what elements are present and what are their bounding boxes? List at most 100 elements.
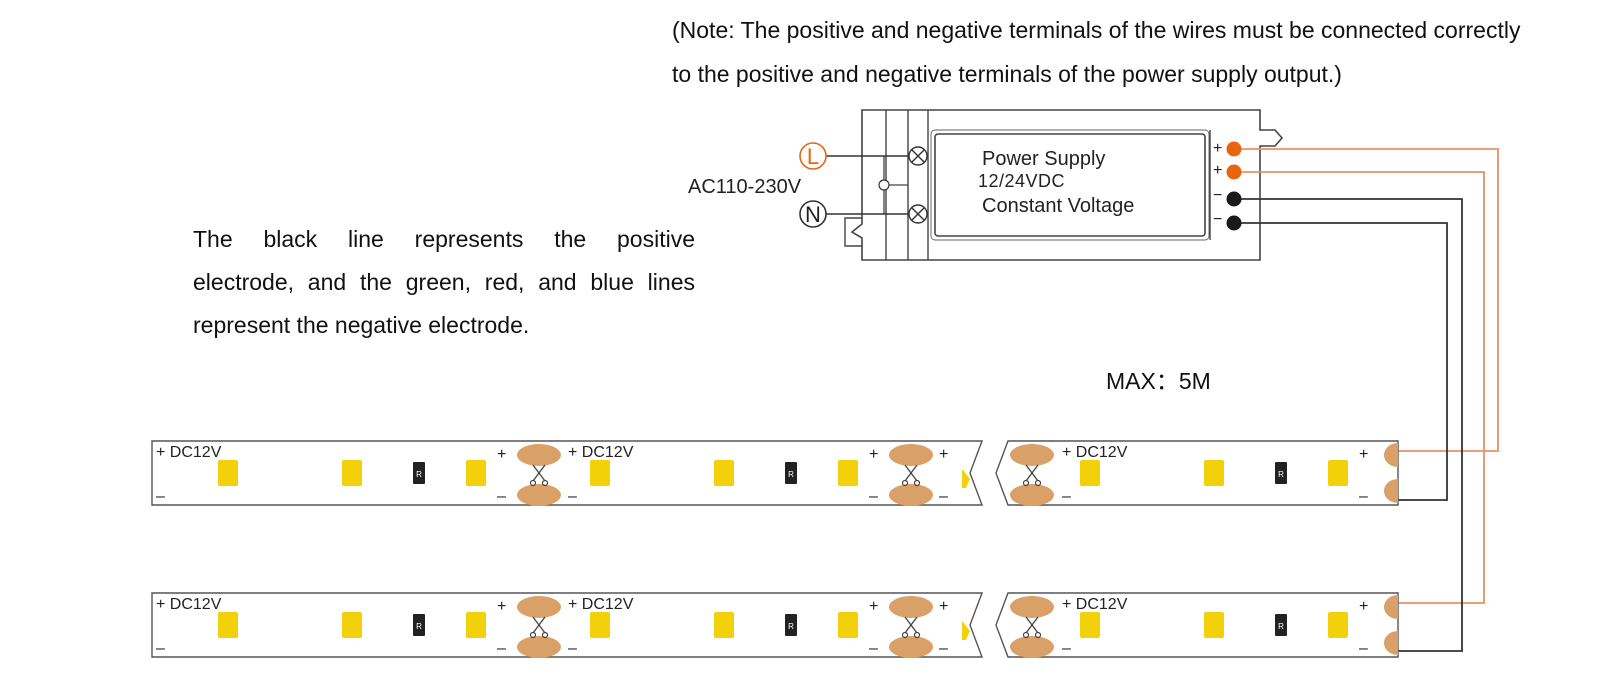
minus-symbol: –: [497, 640, 506, 657]
plus-symbol: +: [497, 446, 506, 463]
max-length-label: MAX：5M: [1106, 368, 1211, 394]
minus-symbol: –: [497, 488, 506, 505]
plus-symbol: +: [939, 446, 948, 463]
scissors-handle: [541, 631, 549, 639]
scissors-handle: [529, 479, 537, 487]
resistor: [413, 462, 425, 484]
neutral-terminal-marker: N: [799, 200, 827, 228]
solder-pad-negative: [517, 636, 561, 658]
scissors-icon: [529, 616, 549, 639]
resistor-mark: R: [416, 470, 422, 479]
segment-label: + DC12V: [156, 444, 222, 461]
positive-wire-strip-2: [1236, 171, 1485, 604]
scissors-blade: [1025, 616, 1039, 634]
solder-pad-negative: [1010, 484, 1054, 506]
strip-section-right: [995, 592, 1399, 658]
minus-symbol: –: [1062, 640, 1071, 657]
scissors-blade: [904, 616, 918, 634]
minus-symbol: –: [156, 488, 165, 505]
led-chip: [1204, 612, 1224, 638]
resistor-mark: R: [788, 470, 794, 479]
led-chip: [1080, 460, 1100, 486]
solder-pad-positive: [1010, 444, 1054, 466]
strip-section-right: [995, 440, 1399, 506]
scissors-handle: [1034, 479, 1042, 487]
led-chip: [590, 612, 610, 638]
strip-section-left: [151, 440, 984, 506]
output-plus-symbol: +: [1213, 140, 1222, 157]
scissors-handle: [901, 631, 909, 639]
plus-symbol: +: [1359, 598, 1368, 615]
scissors-handle: [1022, 479, 1030, 487]
led-chip: [218, 612, 238, 638]
led-chip-partial: [962, 469, 970, 488]
output-plus-symbol: +: [1213, 162, 1222, 179]
scissors-handle: [541, 479, 549, 487]
output-negative-terminal: [1226, 191, 1242, 207]
solder-pad-positive: [889, 596, 933, 618]
led-chip: [1328, 460, 1348, 486]
scissors-blade: [532, 464, 546, 482]
power-supply: L N AC110-230V Power Supply 12/24VDC Con…: [688, 109, 1284, 261]
mount-tab-left: [844, 217, 862, 247]
plus-symbol: +: [497, 598, 506, 615]
output-terminals: [1226, 141, 1242, 231]
minus-symbol: –: [869, 640, 878, 657]
scissors-handle: [1034, 631, 1042, 639]
resistor-mark: R: [416, 622, 422, 631]
ac-input-label: AC110-230V: [688, 176, 802, 198]
resistor-mark: R: [788, 622, 794, 631]
live-label: L: [807, 144, 819, 169]
resistor-mark: R: [1278, 622, 1284, 631]
led-chip: [1328, 612, 1348, 638]
led-chip: [1080, 612, 1100, 638]
scissors-handle: [913, 479, 921, 487]
scissors-icon: [901, 616, 921, 639]
note-line-1: (Note: The positive and negative termina…: [672, 17, 1521, 43]
minus-symbol: –: [1062, 488, 1071, 505]
segment-label: + DC12V: [156, 596, 222, 613]
scissors-handle: [529, 631, 537, 639]
description-line-2: electrode, and the green, red, and blue …: [193, 269, 695, 295]
scissors-blade: [904, 464, 918, 482]
scissors-icon: [529, 464, 549, 487]
description-line-1: The black line represents the positive: [193, 226, 695, 252]
segment-label: + DC12V: [1062, 596, 1128, 613]
power-supply-inner-panel: [934, 133, 1206, 237]
output-negative-terminal: [1226, 215, 1242, 231]
minus-symbol: –: [568, 640, 577, 657]
solder-pad-negative: [1010, 636, 1054, 658]
minus-symbol: –: [156, 640, 165, 657]
plus-symbol: +: [939, 598, 948, 615]
led-chip: [466, 460, 486, 486]
note-line-2: to the positive and negative terminals o…: [672, 61, 1342, 87]
led-chip: [714, 612, 734, 638]
minus-symbol: –: [939, 640, 948, 657]
plus-symbol: +: [1359, 446, 1368, 463]
scissors-icon: [1022, 464, 1042, 487]
negative-wire-strip-2: [1236, 198, 1463, 652]
negative-wire-strip-1: [1236, 222, 1448, 501]
led-chip: [838, 460, 858, 486]
solder-pad-negative: [889, 636, 933, 658]
scissors-blade: [1025, 464, 1039, 482]
solder-pad-positive: [889, 444, 933, 466]
resistor: [785, 614, 797, 636]
plus-symbol: +: [869, 446, 878, 463]
input-junction: [878, 179, 890, 191]
power-supply-voltage: 12/24VDC: [978, 171, 1065, 191]
live-terminal-marker: L: [799, 142, 827, 170]
output-positive-terminal: [1226, 164, 1242, 180]
plus-symbol: +: [869, 598, 878, 615]
led-chip: [466, 612, 486, 638]
resistor: [413, 614, 425, 636]
led-chip: [1204, 460, 1224, 486]
solder-pad-positive: [517, 596, 561, 618]
led-chip: [342, 612, 362, 638]
scissors-handle: [1022, 631, 1030, 639]
segment-label: + DC12V: [568, 444, 634, 461]
wire-color-description: The black line represents the positive e…: [193, 218, 695, 347]
segment-label: + DC12V: [1062, 444, 1128, 461]
